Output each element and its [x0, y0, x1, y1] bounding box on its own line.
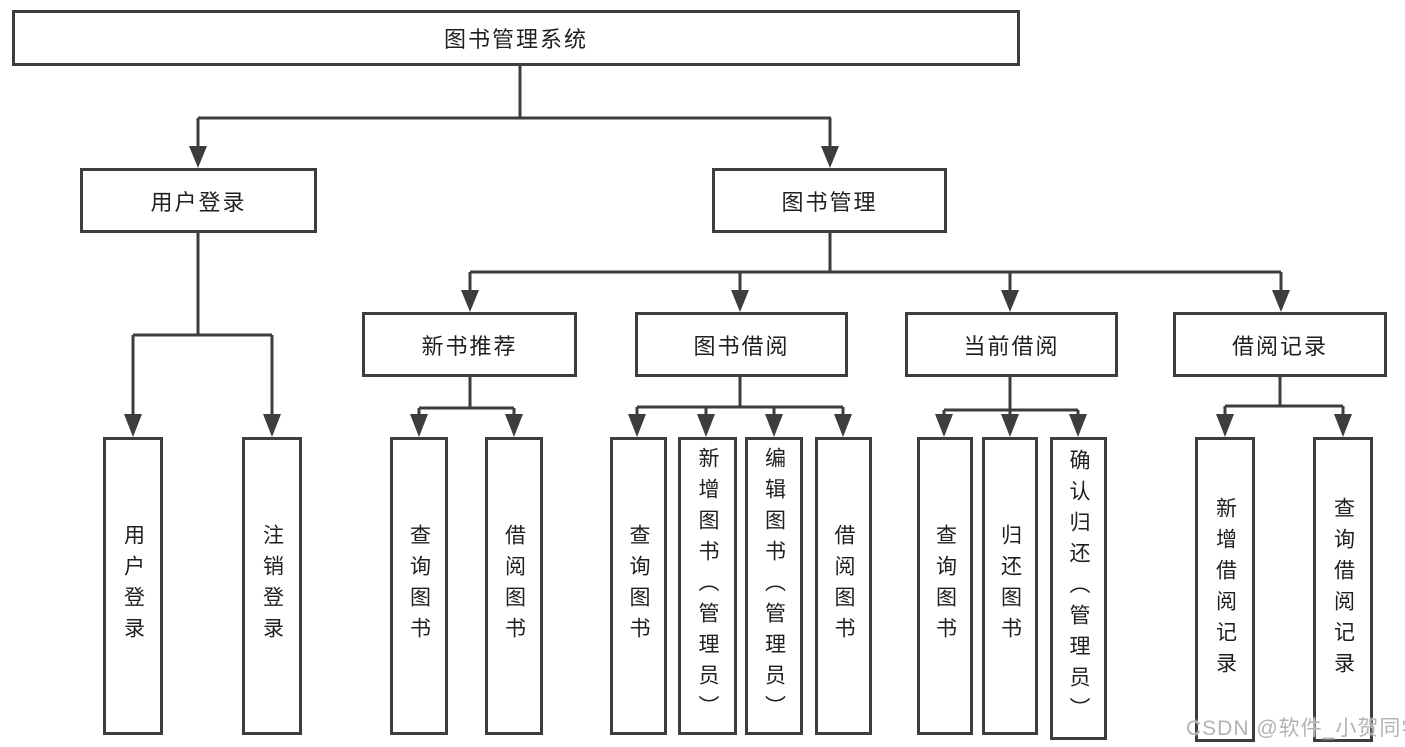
node-book-management: 图书管理 [712, 168, 947, 233]
leaf-return-book: 归还图书 [982, 437, 1038, 735]
node-current-borrowing-label: 当前借阅 [963, 333, 1060, 359]
leaf-query-books-borrowing-label: 查询图书 [627, 524, 650, 648]
node-system-root-label: 图书管理系统 [443, 27, 588, 52]
leaf-borrow-books-borrowing-label: 借阅图书 [832, 524, 855, 648]
leaf-edit-book-admin-label: 编辑图书（管理员） [762, 446, 786, 726]
leaf-borrow-books-borrowing: 借阅图书 [815, 437, 872, 735]
leaf-add-book-admin-label: 新增图书（管理员） [696, 446, 719, 726]
leaf-confirm-return-admin: 确认归还（管理员） [1050, 437, 1107, 740]
node-book-management-label: 图书管理 [781, 189, 878, 215]
node-current-borrowing: 当前借阅 [905, 312, 1118, 377]
leaf-query-books-current-label: 查询图书 [933, 524, 957, 648]
node-user-login: 用户登录 [80, 168, 317, 233]
leaf-query-borrow-record: 查询借阅记录 [1313, 437, 1373, 742]
leaf-add-book-admin: 新增图书（管理员） [678, 437, 737, 735]
leaf-query-books-recommend: 查询图书 [390, 437, 448, 735]
node-new-book-recommend-label: 新书推荐 [421, 333, 518, 359]
node-user-login-label: 用户登录 [150, 189, 247, 215]
leaf-edit-book-admin: 编辑图书（管理员） [745, 437, 803, 735]
leaf-borrow-books-recommend-label: 借阅图书 [502, 524, 526, 648]
node-borrowing-records: 借阅记录 [1173, 312, 1387, 377]
leaf-borrow-books-recommend: 借阅图书 [485, 437, 543, 735]
node-borrowing-records-label: 借阅记录 [1231, 333, 1328, 359]
node-system-root: 图书管理系统 [12, 10, 1020, 66]
leaf-query-books-current: 查询图书 [917, 437, 973, 735]
leaf-query-borrow-record-label: 查询借阅记录 [1331, 496, 1355, 683]
leaf-add-borrow-record-label: 新增借阅记录 [1213, 496, 1237, 683]
node-new-book-recommend: 新书推荐 [362, 312, 577, 377]
leaf-query-books-recommend-label: 查询图书 [407, 524, 431, 648]
leaf-query-books-borrowing: 查询图书 [610, 437, 667, 735]
leaf-confirm-return-admin-label: 确认归还（管理员） [1067, 449, 1090, 728]
leaf-add-borrow-record: 新增借阅记录 [1195, 437, 1255, 742]
leaf-logout-label: 注销登录 [260, 524, 284, 648]
leaf-user-login-label: 用户登录 [121, 524, 145, 648]
node-book-borrowing-label: 图书借阅 [693, 333, 790, 359]
csdn-watermark: CSDN @软件_小贺同学 [1186, 717, 1405, 740]
leaf-logout: 注销登录 [242, 437, 302, 735]
leaf-user-login: 用户登录 [103, 437, 163, 735]
node-book-borrowing: 图书借阅 [635, 312, 848, 377]
leaf-return-book-label: 归还图书 [998, 524, 1022, 648]
